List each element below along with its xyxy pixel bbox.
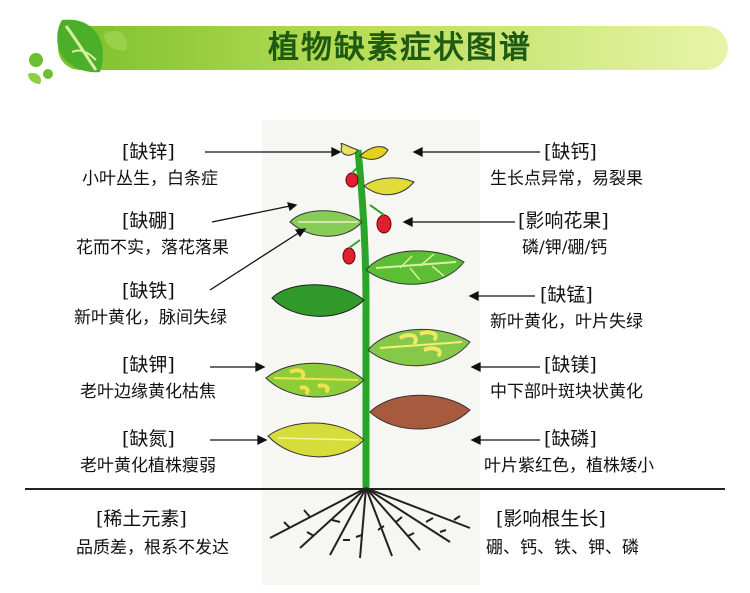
desc-iron: 新叶黄化，脉间失绿 xyxy=(74,307,227,329)
label-iron: [缺铁] xyxy=(122,280,175,302)
desc-calcium: 生长点异常，易裂果 xyxy=(490,168,643,190)
desc-magnesium: 中下部叶斑块状黄化 xyxy=(490,381,643,403)
leaf-calcium xyxy=(364,178,414,195)
fruit-1 xyxy=(346,173,358,187)
leaf-top-right xyxy=(360,147,388,160)
desc-potassium: 老叶边缘黄化枯焦 xyxy=(80,381,216,403)
label-magnesium: [缺镁] xyxy=(544,354,597,376)
label-boron: [缺硼] xyxy=(122,210,175,232)
label-potassium: [缺钾] xyxy=(122,354,175,376)
desc-root-growth: 硼、钙、铁、钾、磷 xyxy=(486,537,639,559)
desc-phosphorus: 叶片紫红色，植株矮小 xyxy=(484,455,654,477)
ground-line xyxy=(25,488,725,490)
plant-roots xyxy=(270,488,470,558)
desc-rare-earth: 品质差，根系不发达 xyxy=(76,537,229,559)
desc-nitrogen: 老叶黄化植株瘦弱 xyxy=(80,455,216,477)
label-zinc: [缺锌] xyxy=(122,141,175,163)
label-rare-earth: [稀土元素] xyxy=(96,508,187,530)
label-flower-fruit: [影响花果] xyxy=(518,210,609,232)
leaf-phosphorus xyxy=(370,395,470,429)
desc-flower-fruit: 磷/钾/硼/钙 xyxy=(522,237,607,259)
fruit-2 xyxy=(377,215,391,233)
desc-zinc: 小叶丛生，白条症 xyxy=(82,168,218,190)
label-calcium: [缺钙] xyxy=(544,141,597,163)
label-root-growth: [影响根生长] xyxy=(496,508,606,530)
label-manganese: [缺锰] xyxy=(540,284,593,306)
label-nitrogen: [缺氮] xyxy=(122,428,175,450)
desc-manganese: 新叶黄化，叶片失绿 xyxy=(490,311,643,333)
label-phosphorus: [缺磷] xyxy=(544,428,597,450)
desc-boron: 花而不实，落花落果 xyxy=(76,237,229,259)
leaf-iron xyxy=(272,285,364,317)
fruit-3 xyxy=(343,248,355,264)
